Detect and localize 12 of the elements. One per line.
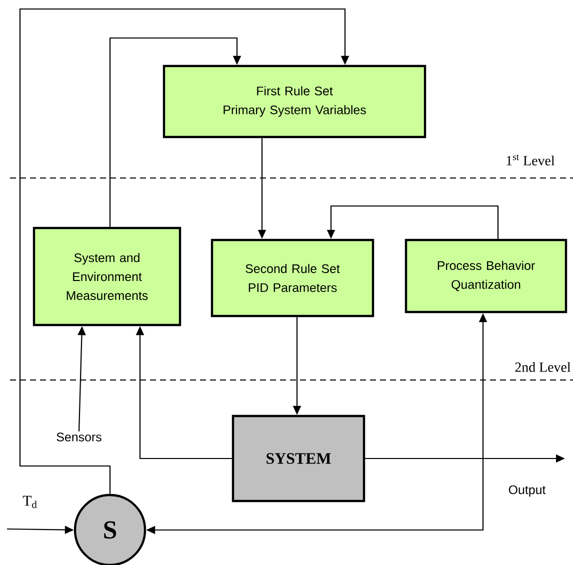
process-box: First Rule Set Primary System Variables: [162, 64, 426, 138]
sensor-label: Sensors: [56, 432, 102, 442]
edge-label: T$_{d}$: [22, 496, 37, 508]
system-box: SYSTEM: [232, 414, 366, 502]
edge-label: Output: [508, 485, 546, 497]
process-box: Process Behavior Quantization: [404, 238, 568, 314]
level-label: 1$^{st}$ Level: [506, 154, 555, 166]
process-box: Second Rule Set PID Parameters: [210, 238, 374, 318]
level-label: 2nd Level: [515, 362, 571, 372]
arrow: [109, 37, 242, 227]
process-box: System and Environment Measurements: [32, 226, 182, 326]
arrow: [19, 8, 350, 494]
